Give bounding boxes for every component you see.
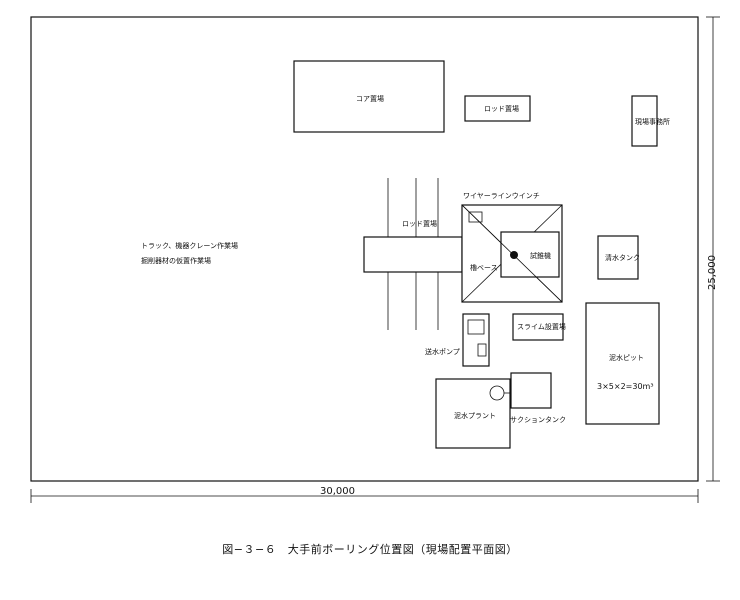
drilling-machine-label: 試錐機 [530, 251, 551, 260]
base-label: 櫓ベース [470, 263, 498, 272]
rod-channel [363, 236, 463, 273]
wireline-winch-box [468, 211, 483, 223]
site-boundary [30, 16, 699, 482]
water-tank-box [597, 235, 639, 280]
truck-crane-label-1: トラック、機器クレーン作業場 [141, 241, 238, 250]
water-pump-label: 送水ポンプ [425, 347, 460, 356]
mud-plant-box [435, 378, 511, 449]
slime-storage-label: スライム設置場 [517, 322, 566, 331]
core-storage-box [293, 60, 445, 133]
dimension-width: 30,000 [320, 486, 355, 497]
rod-storage-top-box [464, 95, 531, 122]
mud-pit-box [585, 302, 660, 425]
office-box [631, 95, 658, 147]
suction-tank-box [510, 372, 552, 409]
mud-pit-label: 泥水ピット [609, 353, 644, 362]
mud-plant-label: 泥水プラント [454, 411, 496, 420]
wireline-winch-label: ワイヤーラインウインチ [463, 192, 540, 200]
slime-storage-box [512, 313, 564, 341]
figure-caption: 図−３−６ 大手前ボーリング位置図（現場配置平面図） [222, 543, 518, 556]
office-label: 現場事務所 [635, 117, 670, 126]
rod-rack-label: ロッド置場 [402, 219, 437, 228]
mud-pit-volume: 3×5×2=30m³ [597, 382, 654, 391]
water-tank-label: 清水タンク [605, 253, 640, 262]
core-storage-label: コア置場 [356, 94, 384, 103]
dimension-height: 25,000 [707, 255, 718, 290]
rod-storage-top-label: ロッド置場 [484, 104, 519, 113]
suction-tank-label: サクションタンク [510, 415, 566, 424]
truck-crane-label-2: 掘削器材の仮置作業場 [141, 256, 211, 265]
water-pump-box [462, 313, 490, 367]
